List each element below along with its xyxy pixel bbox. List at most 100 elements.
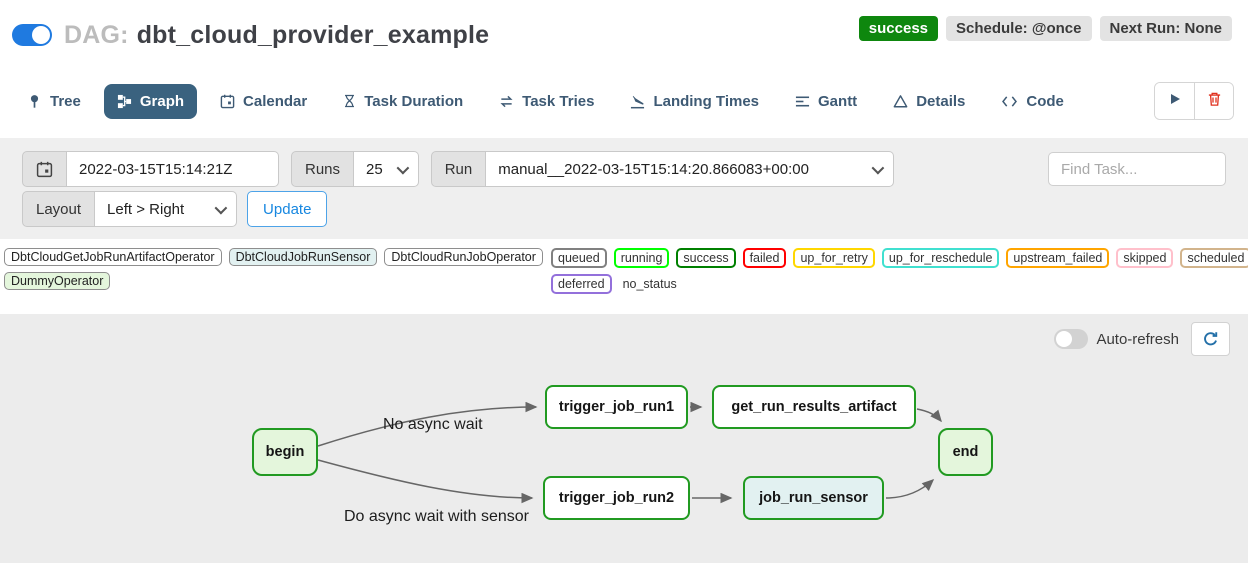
edge-label: No async wait [383, 416, 483, 433]
run-select-group: Run manual__2022-03-15T15:14:20.866083+0… [430, 151, 895, 187]
task-node-label: trigger_job_run1 [558, 399, 675, 415]
tab-landing-times[interactable]: Landing Times [617, 84, 772, 119]
num-runs-group: Runs 25 [291, 151, 419, 187]
tab-label: Tree [50, 92, 81, 110]
dag-title: dbt_cloud_provider_example [136, 20, 490, 49]
layout-group: Layout Left > Right [22, 191, 238, 227]
header-badges: success Schedule: @once Next Run: None [858, 15, 1232, 41]
calendar-icon [220, 94, 235, 109]
edge-get_run_results_artifact-to-end [916, 408, 942, 423]
tab-label: Code [1026, 92, 1064, 110]
state-badge-up_for_reschedule: up_for_reschedule [881, 248, 1000, 268]
next-run-badge: Next Run: None [1099, 15, 1232, 41]
dag-graph-canvas: begin trigger_job_run1 get_run_results_art… [0, 314, 1248, 563]
state-legend: queued running success failed up_for_retry up… [551, 248, 1248, 294]
tab-task-duration[interactable]: Task Duration [330, 84, 476, 119]
triangle-icon [893, 94, 908, 109]
tab-label: Landing Times [653, 92, 760, 110]
task-node-label: begin [265, 444, 305, 460]
task-node-label: get_run_results_artifact [731, 399, 897, 415]
tab-label: Calendar [243, 92, 308, 110]
state-badge-upstream_failed: upstream_failed [1006, 248, 1110, 268]
dag-header: DAG: dbt_cloud_provider_example success … [0, 0, 1248, 52]
calendar-icon [36, 161, 53, 177]
dag-action-buttons [1154, 82, 1234, 120]
tab-calendar[interactable]: Calendar [207, 84, 320, 119]
tab-gantt[interactable]: Gantt [782, 84, 870, 119]
tab-label: Gantt [818, 92, 858, 110]
schedule-badge: Schedule: @once [946, 15, 1092, 41]
calendar-addon-icon[interactable] [22, 151, 67, 187]
state-badge-up_for_retry: up_for_retry [793, 248, 875, 268]
repeat-icon [499, 94, 514, 109]
num-runs-select[interactable]: 25 [354, 151, 419, 187]
filter-panel: Runs 25 Run manual__2022-03-15T15:14:20.… [0, 138, 1248, 239]
landing-icon [630, 94, 645, 109]
state-label-no-status: no_status [622, 277, 677, 291]
tab-tree[interactable]: Tree [14, 84, 94, 119]
state-badge-scheduled: scheduled [1180, 248, 1248, 268]
code-icon [1001, 95, 1018, 108]
auto-refresh-control: Auto-refresh [1054, 322, 1230, 356]
tab-details[interactable]: Details [880, 84, 978, 119]
operator-legend: DbtCloudGetJobRunArtifactOperator DbtClou… [4, 248, 551, 290]
task-node-begin[interactable]: begin [252, 428, 318, 476]
task-node-label: job_run_sensor [759, 490, 868, 506]
hourglass-icon [343, 94, 356, 108]
base-date-group [22, 151, 279, 187]
find-task-input[interactable] [1048, 152, 1226, 186]
gantt-icon [795, 94, 810, 109]
task-node-label: end [952, 444, 979, 460]
trash-icon [1207, 91, 1222, 112]
task-node-end[interactable]: end [938, 428, 993, 476]
base-date-input[interactable] [67, 151, 279, 187]
state-badge-failed: failed [742, 248, 787, 268]
edge-label: Do async wait with sensor [344, 508, 529, 525]
operator-badge: DbtCloudJobRunSensor [228, 248, 378, 266]
operator-badge: DbtCloudRunJobOperator [384, 248, 543, 266]
tab-label: Task Tries [522, 92, 595, 110]
tab-task-tries[interactable]: Task Tries [486, 84, 607, 119]
trigger-dag-button[interactable] [1155, 83, 1194, 119]
tree-icon [27, 94, 42, 109]
state-badge-queued: queued [551, 248, 607, 268]
layout-label: Layout [22, 191, 96, 227]
task-node-label: trigger_job_run2 [558, 490, 675, 506]
delete-dag-button[interactable] [1194, 83, 1233, 119]
graph-icon [117, 94, 132, 109]
tab-label: Graph [139, 92, 185, 110]
refresh-icon [1204, 331, 1218, 345]
state-badge-success: success [676, 248, 736, 268]
layout-select[interactable]: Left > Right [95, 191, 238, 227]
refresh-button[interactable] [1191, 322, 1230, 356]
auto-refresh-toggle[interactable] [1054, 329, 1089, 349]
edge-begin-to-trigger_job_run2 [317, 459, 534, 504]
legend: DbtCloudGetJobRunArtifactOperator DbtClou… [0, 239, 1248, 300]
tab-label: Task Duration [364, 92, 464, 110]
graph-edges [317, 401, 942, 504]
tab-graph[interactable]: Graph [103, 83, 198, 119]
task-node-get_run_results_artifact[interactable]: get_run_results_artifact [712, 385, 916, 429]
view-tab-bar: Tree Graph Calendar Task Duration Task Tries… [0, 82, 1248, 120]
operator-badge: DummyOperator [4, 272, 111, 290]
edge-job_run_sensor-to-end [885, 478, 935, 499]
task-node-trigger_job_run1[interactable]: trigger_job_run1 [545, 385, 688, 429]
auto-refresh-label: Auto-refresh [1096, 330, 1179, 348]
runs-label: Runs [291, 151, 355, 187]
tabs-container: Tree Graph Calendar Task Duration Task Tries… [14, 83, 1087, 119]
tab-label: Details [916, 92, 966, 110]
update-button[interactable]: Update [247, 191, 328, 227]
play-icon [1168, 92, 1182, 111]
tab-code[interactable]: Code [988, 84, 1077, 119]
edge-begin-to-trigger_job_run1 [317, 401, 538, 447]
operator-badge: DbtCloudGetJobRunArtifactOperator [4, 248, 222, 266]
dag-pause-toggle[interactable] [12, 24, 52, 46]
run-select[interactable]: manual__2022-03-15T15:14:20.866083+00:00 [486, 151, 895, 187]
state-badge-running: running [613, 248, 670, 268]
task-node-trigger_job_run2[interactable]: trigger_job_run2 [543, 476, 690, 520]
dag-status-badge: success [858, 15, 938, 41]
task-node-job_run_sensor[interactable]: job_run_sensor [743, 476, 884, 520]
state-badge-deferred: deferred [551, 274, 612, 294]
state-badge-skipped: skipped [1116, 248, 1174, 268]
run-label: Run [430, 151, 487, 187]
